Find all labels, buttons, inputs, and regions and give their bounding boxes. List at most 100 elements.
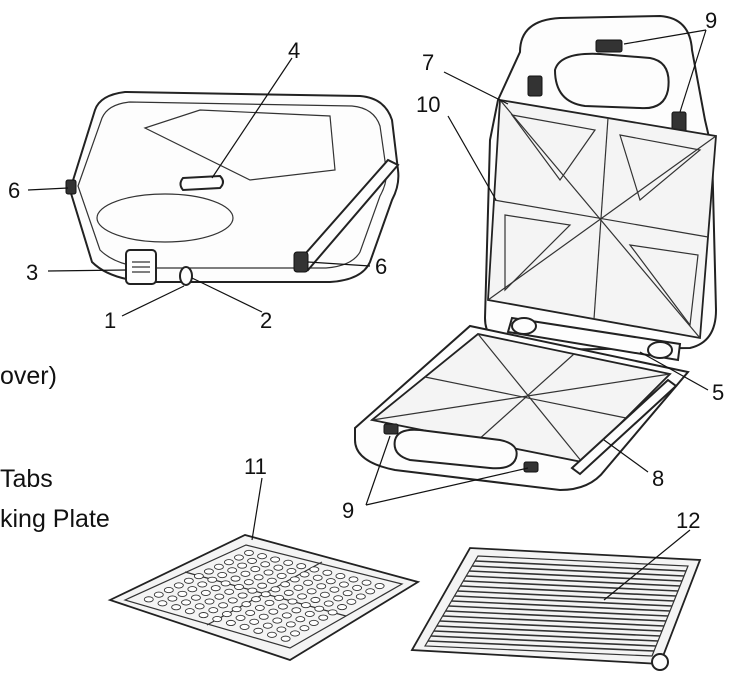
waffle-cell (214, 593, 225, 600)
callout-8: 8 (652, 466, 664, 491)
waffle-cell (262, 622, 273, 629)
waffle-cell (257, 553, 267, 560)
callout-7: 7 (422, 50, 434, 75)
waffle-cell (263, 569, 274, 576)
waffle-cell (264, 599, 275, 606)
waffle-cell (325, 578, 336, 585)
waffle-cell (270, 556, 281, 563)
waffle-cell (235, 614, 246, 622)
waffle-cell (260, 591, 271, 598)
waffle-cell (270, 586, 281, 593)
waffle-cell (316, 583, 327, 590)
waffle-cell (268, 608, 279, 615)
waffle-cell (190, 594, 201, 601)
waffle-cell (198, 612, 209, 619)
waffle-cell (290, 630, 300, 637)
waffle-cell (296, 563, 307, 570)
waffle-cell (253, 574, 264, 581)
waffle-cell (234, 554, 244, 561)
waffle-cell (177, 590, 188, 597)
waffle-cell (280, 581, 291, 588)
waffle-cell (312, 574, 323, 581)
waffle-cell (281, 612, 292, 619)
waffle-cell (274, 594, 285, 601)
waffle-cell (218, 602, 229, 609)
waffle-cell (258, 613, 269, 620)
grill-ridge (463, 580, 679, 592)
waffle-cell (197, 581, 208, 588)
waffle-cell (183, 577, 194, 584)
side-text-line-3: king Plate (0, 505, 110, 533)
waffle-cell (337, 604, 347, 611)
waffle-cell (253, 627, 264, 634)
waffle-cell (208, 607, 219, 614)
waffle-cell (300, 602, 311, 609)
callout-1: 1 (104, 308, 116, 333)
waffle-cell (237, 562, 248, 569)
waffle-cell (173, 582, 184, 589)
waffle-cell (333, 595, 344, 602)
waffle-cell (323, 600, 334, 607)
grill-ridge (466, 575, 681, 587)
waffle-cell (308, 619, 319, 626)
waffle-cell (212, 615, 223, 623)
grill-ridge (445, 610, 667, 622)
grill-ridge (460, 585, 677, 597)
grill-ridge (439, 620, 663, 632)
waffle-cell (225, 619, 236, 627)
waffle-cell (322, 569, 333, 576)
side-text-line-1: over) (0, 362, 57, 390)
grill-ridge (433, 630, 659, 642)
waffle-cell (295, 616, 306, 623)
waffle-cell (254, 604, 265, 611)
waffle-cell (187, 586, 198, 593)
waffle-cell (184, 608, 195, 615)
waffle-cell (280, 635, 291, 642)
waffle-cell (250, 566, 261, 573)
side-text-line-2: Tabs (0, 465, 53, 493)
waffle-cell (277, 603, 288, 610)
waffle-cell (374, 582, 385, 590)
waffle-cell (227, 597, 238, 604)
waffle-cell (245, 609, 256, 616)
waffle-cell (237, 592, 248, 599)
waffle-cell (227, 567, 238, 574)
grill-ridge (475, 560, 687, 572)
waffle-cell (244, 549, 254, 556)
waffle-cell (234, 583, 244, 591)
waffle-cell (143, 596, 154, 603)
waffle-cell (181, 599, 191, 606)
waffle-cell (346, 598, 357, 605)
waffle-cell (267, 631, 277, 638)
waffle-plate (107, 534, 421, 661)
waffle-cell (239, 623, 250, 630)
waffle-cell (361, 579, 372, 586)
waffle-cell (231, 606, 242, 613)
waffle-cell (260, 561, 271, 568)
waffle-cell (293, 584, 304, 591)
callout-6-left: 6 (8, 178, 20, 203)
waffle-cell (230, 575, 241, 582)
waffle-cell (157, 600, 168, 607)
waffle-cell (319, 591, 330, 598)
grill-plate (410, 547, 702, 671)
waffle-cell (221, 611, 232, 618)
waffle-cell (306, 588, 317, 595)
waffle-cell (335, 573, 346, 580)
waffle-cell (365, 588, 376, 595)
waffle-cell (314, 605, 325, 612)
waffle-cell (297, 593, 308, 600)
waffle-cell (283, 589, 294, 596)
waffle-cell (247, 557, 258, 564)
waffle-cell (251, 596, 261, 603)
waffle-cell (220, 580, 231, 587)
closed-appliance (65, 90, 400, 286)
waffle-cell (163, 587, 174, 594)
callout-9-bottom: 9 (342, 498, 354, 523)
waffle-cell (291, 607, 302, 614)
waffle-cell (213, 563, 224, 570)
waffle-cell (247, 587, 258, 594)
waffle-cell (210, 585, 221, 592)
grill-ridge (457, 590, 675, 602)
